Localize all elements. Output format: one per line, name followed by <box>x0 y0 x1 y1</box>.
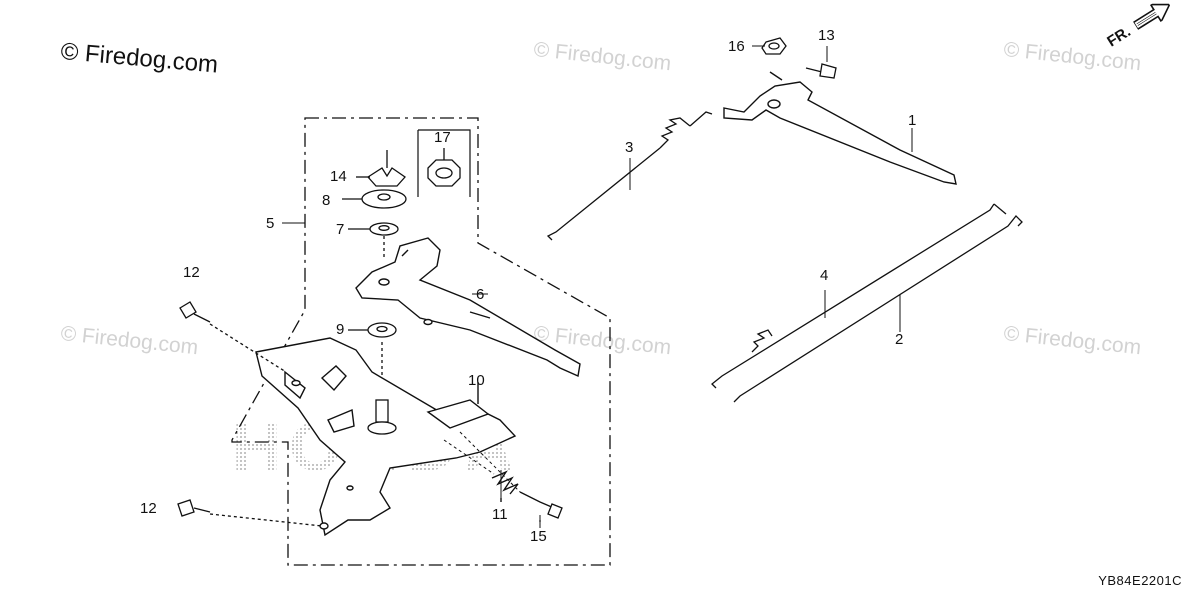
callout-3: 3 <box>625 139 634 156</box>
callout-8: 8 <box>322 192 331 209</box>
control-lever-6 <box>355 237 581 378</box>
callout-11: 11 <box>492 506 508 523</box>
front-direction-indicator: FR. <box>1097 0 1179 58</box>
callout-17: 17 <box>434 129 451 146</box>
control-base-10 <box>255 337 517 537</box>
callout-9: 9 <box>336 321 345 338</box>
callout-10: 10 <box>468 372 485 389</box>
callout-6: 6 <box>476 286 485 303</box>
arrow-right-icon <box>1132 3 1171 31</box>
bolt-15 <box>519 491 563 522</box>
control-rod-4 <box>711 203 995 389</box>
throttle-arm-1 <box>723 71 957 185</box>
control-rod-3 <box>546 111 713 241</box>
callout-2: 2 <box>895 331 904 348</box>
callout-16: 16 <box>728 38 745 55</box>
diagram-code: YB84E2201C <box>1098 573 1182 588</box>
plate-8 <box>342 189 407 209</box>
wing-nut-14 <box>356 150 406 187</box>
callout-15: 15 <box>530 528 547 545</box>
flange-nut-17 <box>427 148 461 187</box>
bolt-12-top <box>179 301 287 373</box>
callout-14: 14 <box>330 168 347 185</box>
control-rod-2 <box>733 203 1023 403</box>
callout-13: 13 <box>818 27 835 44</box>
bolt-12-bottom <box>177 499 323 527</box>
group-outline <box>231 117 611 566</box>
callout-7: 7 <box>336 221 345 238</box>
screw-13 <box>805 63 837 79</box>
flange-nut-16 <box>761 37 787 55</box>
callout-4: 4 <box>820 267 829 284</box>
callout-12-bottom: 12 <box>140 500 157 517</box>
callout-12-top: 12 <box>183 264 200 281</box>
callout-5: 5 <box>266 215 275 232</box>
callout-1: 1 <box>908 112 917 129</box>
leader-lines <box>472 45 913 528</box>
pivot-stud <box>367 399 397 435</box>
washer-7 <box>348 222 399 258</box>
